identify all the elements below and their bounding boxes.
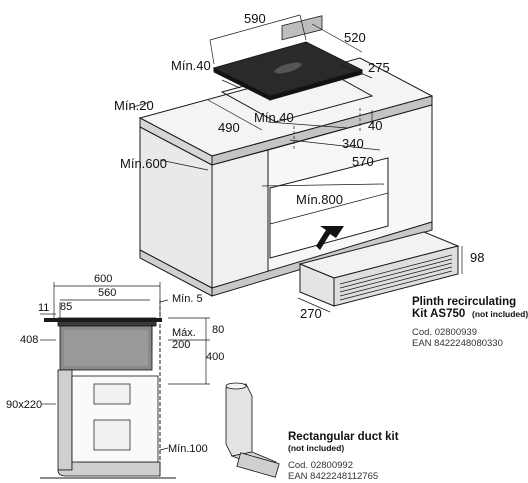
product-ean: EAN 8422248080330 — [412, 338, 503, 349]
plinth-unit-front — [333, 245, 459, 307]
dim-40: 40 — [368, 118, 382, 133]
dim-340: 340 — [342, 136, 364, 151]
dim-max-label: Máx. — [172, 327, 196, 339]
dim-275: 275 — [368, 60, 390, 75]
product2-ean: EAN 8422248112765 — [288, 471, 378, 482]
product-not-included: (not included) — [472, 309, 528, 319]
product-title-line1: Plinth recirculating — [412, 296, 516, 308]
dim-600: 600 — [94, 273, 112, 285]
kitchen-dimension-lines — [129, 14, 385, 187]
product-duct-kit: Rectangular duct kit (not included) Cod.… — [288, 431, 399, 482]
dim-max-value: 200 — [172, 339, 190, 351]
dim-520: 520 — [344, 30, 366, 45]
dim-80: 80 — [212, 324, 224, 336]
dim-min600: Mín.600 — [120, 156, 167, 171]
insert-arrow — [316, 226, 344, 250]
kitchen-dimension-labels: 590 520 Mín.40 275 Mín.20 Mín.40 40 490 … — [114, 11, 390, 207]
dim-min800: Mín.800 — [296, 192, 343, 207]
section-view — [40, 282, 210, 479]
section-dimension-labels: 600 560 11 85 Mín. 5 408 Máx. 200 80 400… — [6, 273, 224, 455]
cabinet-isometric — [138, 57, 434, 297]
dim-98: 98 — [470, 250, 484, 265]
product-cod: Cod. 02800939 — [412, 327, 477, 338]
product-title-line2: Kit AS750 — [412, 308, 465, 320]
dim-min5: Mín. 5 — [172, 293, 203, 305]
dim-270: 270 — [300, 306, 322, 321]
dim-min20: Mín.20 — [114, 98, 154, 113]
section-duct-vertical — [57, 369, 73, 471]
dim-560: 560 — [98, 287, 116, 299]
dim-408: 408 — [20, 334, 38, 346]
dim-min100: Mín.100 — [168, 443, 208, 455]
product2-cod: Cod. 02800992 — [288, 460, 353, 471]
product-plinth-kit: Plinth recirculating Kit AS750 (not incl… — [412, 296, 528, 349]
dim-min40-center: Mín.40 — [254, 110, 294, 125]
dim-400: 400 — [206, 351, 224, 363]
dim-min40-left: Mín.40 — [171, 58, 211, 73]
product2-not-included: (not included) — [288, 443, 344, 453]
dim-490: 490 — [218, 120, 240, 135]
dim-570: 570 — [352, 154, 374, 169]
dim-duct-90x220: 90x220 — [6, 399, 42, 411]
dim-590: 590 — [244, 11, 266, 26]
product2-title: Rectangular duct kit — [288, 431, 399, 443]
plinth-unit: 98 270 — [297, 231, 484, 321]
dim-11: 11 — [38, 302, 49, 314]
drawer-opening — [269, 157, 389, 259]
duct-kit-illustration — [225, 382, 280, 478]
hob-unit — [212, 15, 364, 101]
cabinet-door — [211, 149, 269, 289]
dim-85: 85 — [60, 301, 72, 313]
